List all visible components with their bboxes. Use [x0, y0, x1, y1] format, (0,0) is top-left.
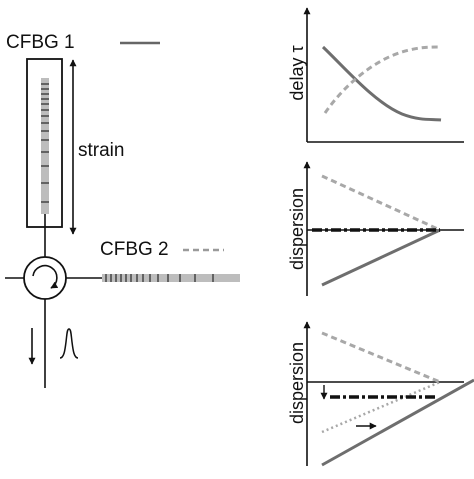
circulator: [23, 256, 67, 300]
plot3-y-label: dispersion: [287, 341, 307, 425]
cfbg2-grating-lines: [105, 274, 214, 282]
fiber-setup: [5, 41, 240, 388]
circulator-direction-arrow: [32, 264, 59, 289]
cfbg1-grating-lines: [41, 83, 49, 203]
plot1-solid-curve: [321, 45, 442, 122]
plot1-dashed-curve: [323, 45, 442, 114]
output-pulse: [59, 328, 79, 359]
plot2-solid-line: [321, 228, 441, 287]
strain-label: strain: [78, 140, 125, 161]
plot3-dotted-line: [321, 380, 441, 434]
cfbg2-grating: [102, 274, 240, 282]
cfbg1-grating: [41, 78, 49, 214]
plot2-dashed-line: [321, 174, 441, 232]
plot3-solid-line: [321, 378, 474, 467]
plot3-dashed-line: [321, 331, 441, 384]
plot-delay: [303, 7, 464, 143]
cfbg1-label: CFBG 1: [6, 32, 75, 53]
plot-dispersion-2: [303, 321, 474, 467]
plot-dispersion-1: [303, 161, 464, 296]
plot2-y-label: dispersion: [287, 187, 307, 271]
plot1-y-label: delay τ: [287, 45, 307, 101]
cfbg2-label: CFBG 2: [100, 239, 169, 260]
